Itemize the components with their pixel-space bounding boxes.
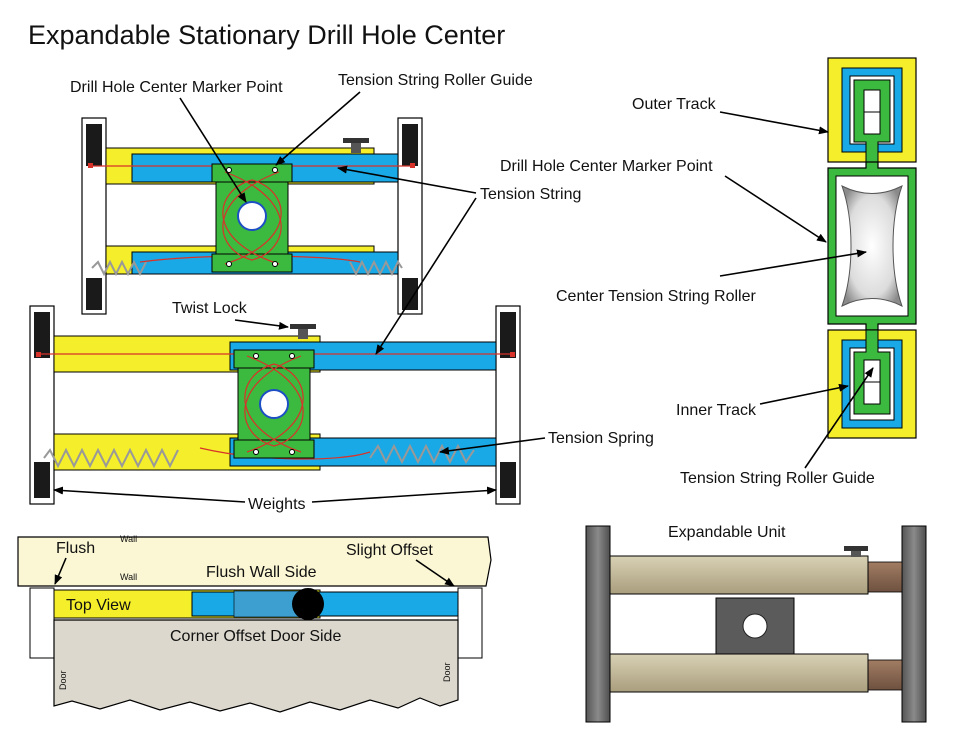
weight — [86, 278, 102, 310]
twist-lock — [351, 143, 361, 153]
twist-lock — [343, 138, 369, 143]
weight — [34, 312, 50, 358]
door-frame-right — [457, 587, 483, 659]
label-expandable-unit: Expandable Unit — [668, 524, 786, 541]
label-cs-tension-string-roller-guide: Tension String Roller Guide — [680, 470, 875, 487]
twist-lock — [298, 329, 308, 339]
label-wall-upper: Wall — [120, 534, 137, 544]
tension-spring — [43, 447, 179, 469]
label-wall-lower: Wall — [120, 572, 137, 582]
center-block-bottom-plate — [233, 439, 315, 459]
label-weights: Weights — [248, 496, 306, 513]
drill-hole-center-marker — [259, 389, 289, 419]
string-anchor — [88, 163, 93, 168]
label-door-right: Door — [442, 662, 452, 682]
label-twist-lock: Twist Lock — [172, 300, 248, 317]
roller-guide — [253, 449, 259, 455]
tension-string-loop — [244, 363, 304, 453]
wall — [17, 536, 492, 587]
top-view-illustration — [17, 536, 492, 713]
label-tension-spring: Tension Spring — [548, 430, 654, 447]
diagram-title: Expandable Stationary Drill Hole Center — [28, 20, 505, 50]
label-outer-track: Outer Track — [632, 96, 717, 113]
drill-hole-center-marker — [237, 201, 267, 231]
unit-lower-rail — [609, 653, 869, 693]
string-anchor — [510, 352, 515, 357]
top-view-inner-track — [191, 591, 459, 617]
center-tension-string-roller — [841, 185, 903, 307]
expandable-unit-illustration — [585, 525, 927, 723]
label-slight-offset: Slight Offset — [346, 542, 433, 559]
label-flush: Flush — [56, 540, 95, 557]
door — [53, 619, 459, 713]
unit-twist-lock — [844, 546, 868, 551]
roller-guide — [253, 353, 259, 359]
weight — [402, 278, 418, 310]
roller-guide — [272, 167, 278, 173]
unit-rail-extension — [865, 659, 903, 691]
string-anchor — [36, 352, 41, 357]
contracted-assembly — [81, 117, 423, 315]
label-cs-drill-hole-center-marker-point: Drill Hole Center Marker Point — [500, 158, 713, 175]
string-anchor — [410, 163, 415, 168]
weight — [34, 462, 50, 498]
tension-string — [199, 447, 371, 460]
label-top-view: Top View — [66, 597, 131, 614]
tension-spring — [91, 259, 147, 277]
label-flush-wall-side: Flush Wall Side — [206, 564, 317, 581]
expanded-assembly — [29, 305, 521, 505]
label-center-tension-string-roller: Center Tension String Roller — [556, 288, 756, 305]
roller-guide — [289, 449, 295, 455]
door-frame-left — [29, 587, 55, 659]
unit-drill-hole — [742, 613, 768, 639]
tension-string-loop — [222, 179, 282, 265]
label-tension-string-roller-guide: Tension String Roller Guide — [338, 72, 533, 89]
label-door-left: Door — [58, 670, 68, 690]
unit-right-post — [901, 525, 927, 723]
center-block-bottom-plate — [211, 253, 293, 273]
unit-left-post — [585, 525, 611, 723]
tension-spring — [369, 443, 475, 465]
roller-guide — [289, 353, 295, 359]
tension-string-loop — [222, 171, 282, 261]
weight — [500, 462, 516, 498]
roller-guide — [226, 261, 232, 267]
center-block-top-plate — [233, 349, 315, 369]
unit-rail-extension — [865, 561, 903, 593]
tension-spring — [349, 259, 403, 277]
label-corner-offset-door-side: Corner Offset Door Side — [170, 628, 341, 645]
roller-guide — [272, 261, 278, 267]
twist-lock-knob — [292, 588, 324, 620]
weight — [500, 312, 516, 358]
label-inner-track: Inner Track — [676, 402, 757, 419]
unit-upper-rail — [609, 555, 869, 595]
cross-section — [827, 57, 917, 439]
label-tension-string: Tension String — [480, 186, 581, 203]
twist-lock — [290, 324, 316, 329]
weight — [402, 124, 418, 166]
label-drill-hole-center-marker-point: Drill Hole Center Marker Point — [70, 79, 283, 96]
weight — [86, 124, 102, 166]
unit-twist-lock — [851, 551, 861, 557]
tension-string-loop — [244, 355, 304, 447]
